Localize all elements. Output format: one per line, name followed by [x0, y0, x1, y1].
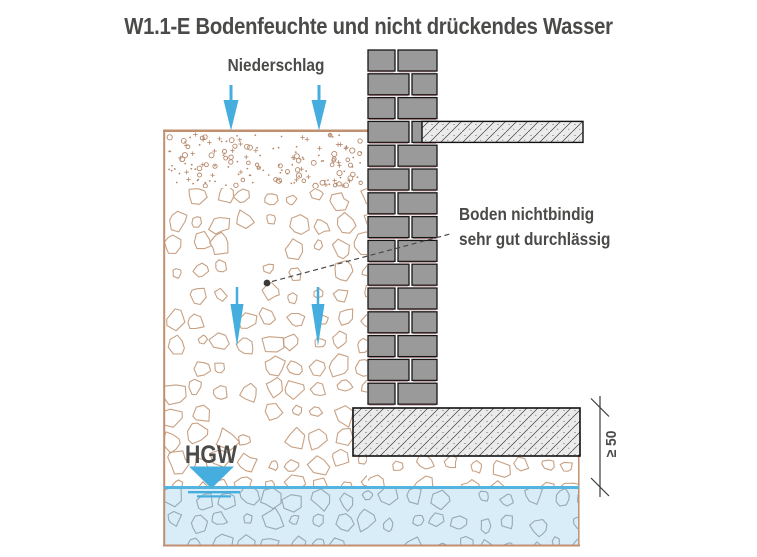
precipitation-arrows: [223, 85, 327, 131]
water-table-symbol: [188, 466, 240, 498]
min-distance-label: ≥ 50: [603, 430, 620, 458]
leader-dot: [263, 279, 271, 287]
soil-description-line2: sehr gut durchlässig: [459, 229, 611, 249]
precipitation-label: Niederschlag: [227, 55, 325, 75]
gravel-soil-layer: [165, 188, 367, 487]
dimension-tick-bottom: [590, 477, 610, 497]
hgw-label: HGW: [185, 441, 237, 469]
groundwater-zone-stones: [165, 489, 578, 545]
soil-description-line1: Boden nichtbindig: [459, 204, 595, 224]
floor-slab: [421, 120, 584, 144]
dimension-tick-top: [590, 398, 610, 417]
leader-line: [271, 232, 453, 283]
masonry-wall: [367, 49, 438, 406]
dimension: [590, 396, 610, 497]
foundation-slab: [352, 407, 581, 457]
topsoil-layer: [166, 132, 363, 188]
diagram-title: W1.1-E Bodenfeuchte und nicht drückendes…: [124, 13, 613, 39]
seepage-arrows: [230, 287, 325, 346]
